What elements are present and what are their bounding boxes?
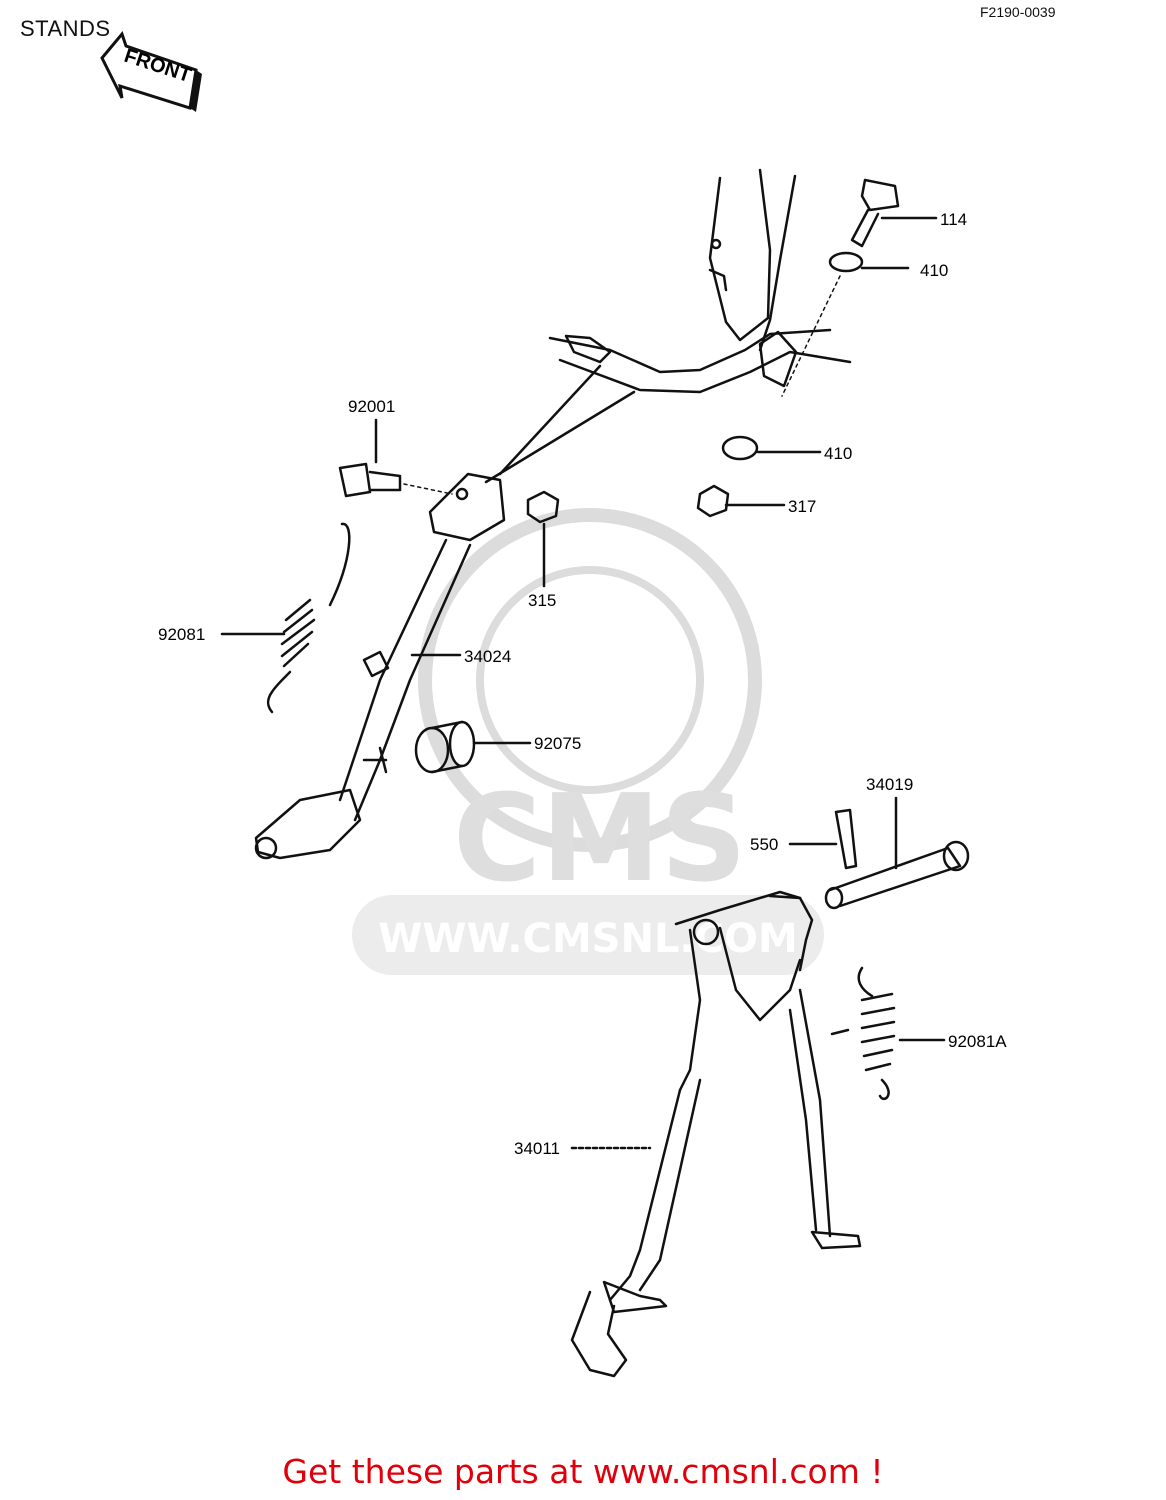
callout-34024: 34024 bbox=[464, 647, 511, 666]
frame-section bbox=[548, 168, 852, 394]
watermark-mascot-inner bbox=[476, 566, 704, 794]
callout-550: 550 bbox=[750, 835, 778, 854]
callout-92081: 92081 bbox=[158, 625, 205, 644]
footer-link-text[interactable]: Get these parts at www.cmsnl.com ! bbox=[282, 1452, 884, 1491]
bolt-114 bbox=[850, 178, 900, 248]
pin-34019 bbox=[824, 840, 970, 910]
center-stand-34011 bbox=[570, 890, 862, 1378]
nut-317 bbox=[696, 484, 730, 518]
spring-92081A bbox=[857, 966, 896, 1101]
washer-410-upper bbox=[828, 251, 864, 273]
drawing-code: F2190-0039 bbox=[980, 4, 1056, 20]
callout-34019: 34019 bbox=[866, 775, 913, 794]
watermark-mascot-outline bbox=[418, 508, 762, 852]
side-stand-34024 bbox=[254, 364, 636, 860]
page-title: STANDS bbox=[20, 16, 111, 41]
callout-315: 315 bbox=[528, 591, 556, 610]
cotter-pin-550 bbox=[834, 808, 858, 870]
callout-92075: 92075 bbox=[534, 734, 581, 753]
spring-92081 bbox=[266, 522, 351, 714]
callout-92001: 92001 bbox=[348, 397, 395, 416]
watermark-url-text: WWW.CMSNL.COM bbox=[378, 916, 798, 962]
callout-317: 317 bbox=[788, 497, 816, 516]
bolt-92001 bbox=[338, 462, 402, 498]
callout-92081A: 92081A bbox=[948, 1032, 1007, 1051]
nut-315 bbox=[526, 490, 560, 524]
washer-410-lower bbox=[721, 435, 759, 461]
front-arrow-icon: FRONT bbox=[100, 30, 202, 112]
callout-34011: 34011 bbox=[514, 1139, 560, 1158]
callout-410-upper: 410 bbox=[920, 261, 948, 280]
watermark-logo-text: CMS bbox=[453, 770, 747, 909]
callout-410-lower: 410 bbox=[824, 444, 852, 463]
callout-114: 114 bbox=[940, 210, 967, 229]
